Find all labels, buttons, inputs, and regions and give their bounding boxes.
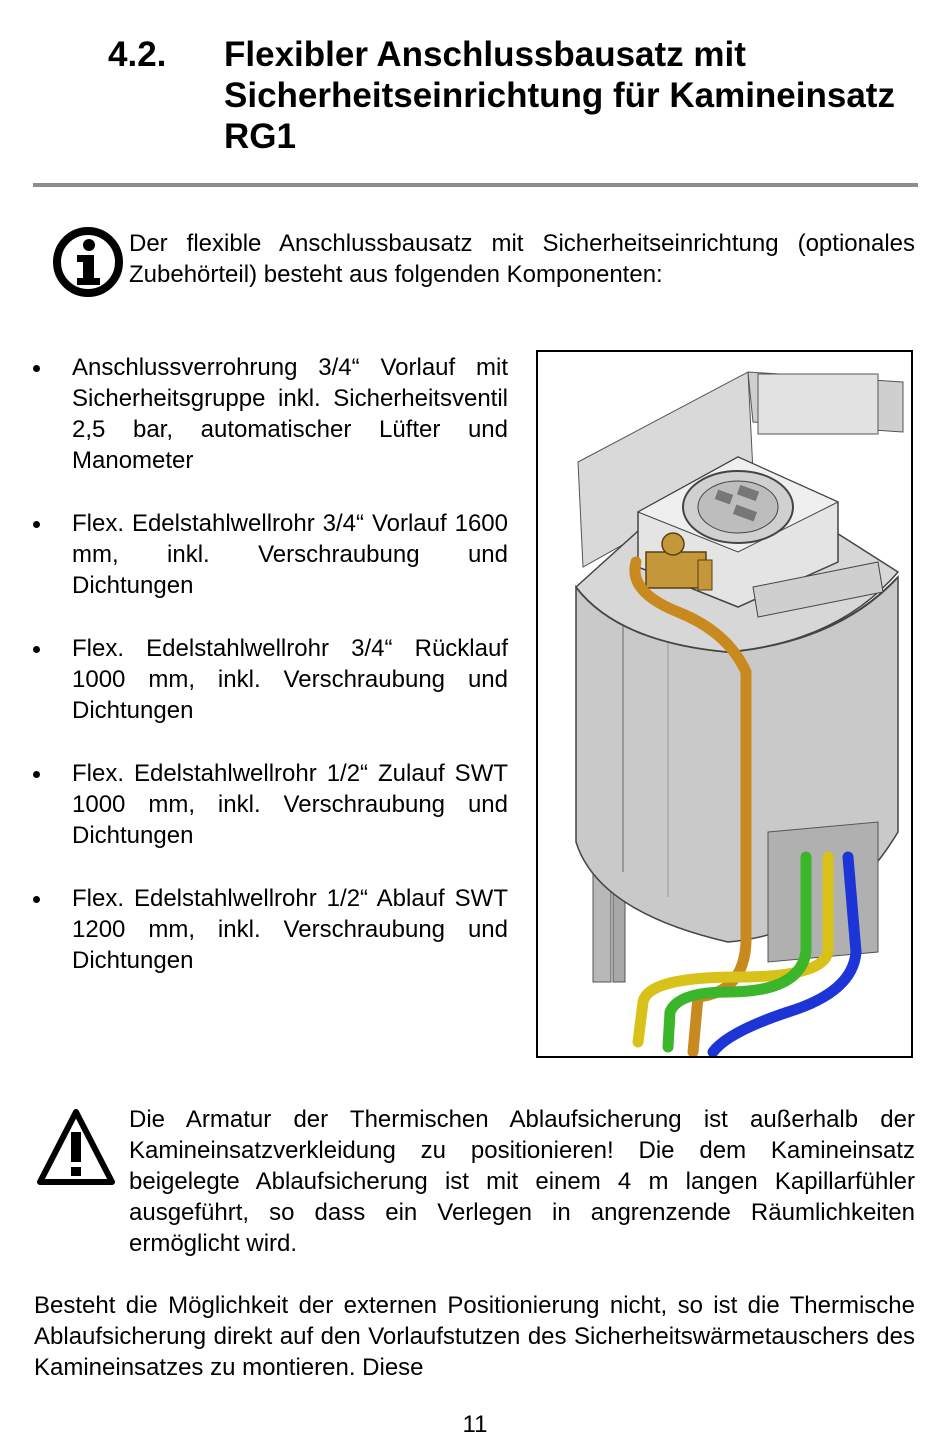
list-item-text: Flex. Edelstahlwellrohr 1/2“ Zulauf SWT …: [72, 760, 508, 849]
bullet-icon: [33, 646, 40, 653]
info-icon: [53, 227, 123, 297]
bullet-icon: [33, 771, 40, 778]
list-item-text: Flex. Edelstahlwellrohr 3/4“ Rücklauf 10…: [72, 635, 508, 724]
list-item-text: Flex. Edelstahlwellrohr 1/2“ Ablauf SWT …: [72, 885, 508, 974]
bullet-icon: [33, 521, 40, 528]
body-paragraph: Besteht die Möglichkeit der externen Pos…: [34, 1292, 915, 1381]
heading-divider: [33, 183, 918, 187]
list-item-text: Anschlussverrohrung 3/4“ Vorlauf mit Sic…: [72, 354, 508, 474]
bullet-icon: [33, 896, 40, 903]
page-number: 11: [462, 1411, 488, 1438]
warning-text: Die Armatur der Thermischen Ablaufsicher…: [129, 1106, 915, 1257]
list-item: Anschlussverrohrung 3/4“ Vorlauf mit Sic…: [28, 352, 508, 476]
list-item: Flex. Edelstahlwellrohr 3/4“ Rücklauf 10…: [28, 633, 508, 726]
list-item: Flex. Edelstahlwellrohr 3/4“ Vorlauf 160…: [28, 508, 508, 601]
fireplace-insert-illustration: [536, 350, 913, 1058]
list-item-text: Flex. Edelstahlwellrohr 3/4“ Vorlauf 160…: [72, 510, 508, 599]
bullet-icon: [33, 365, 40, 372]
list-item: Flex. Edelstahlwellrohr 1/2“ Ablauf SWT …: [28, 883, 508, 976]
warning-triangle-icon: [37, 1109, 115, 1185]
section-title: Flexibler Anschlussbausatz mit Sicherhei…: [224, 35, 895, 156]
list-item: Flex. Edelstahlwellrohr 1/2“ Zulauf SWT …: [28, 758, 508, 851]
intro-text: Der flexible Anschlussbausatz mit Sicher…: [129, 230, 915, 288]
component-list: Anschlussverrohrung 3/4“ Vorlauf mit Sic…: [28, 352, 508, 1008]
section-number: 4.2.: [108, 35, 167, 74]
fireplace-insert-drawing: [574, 371, 904, 1056]
